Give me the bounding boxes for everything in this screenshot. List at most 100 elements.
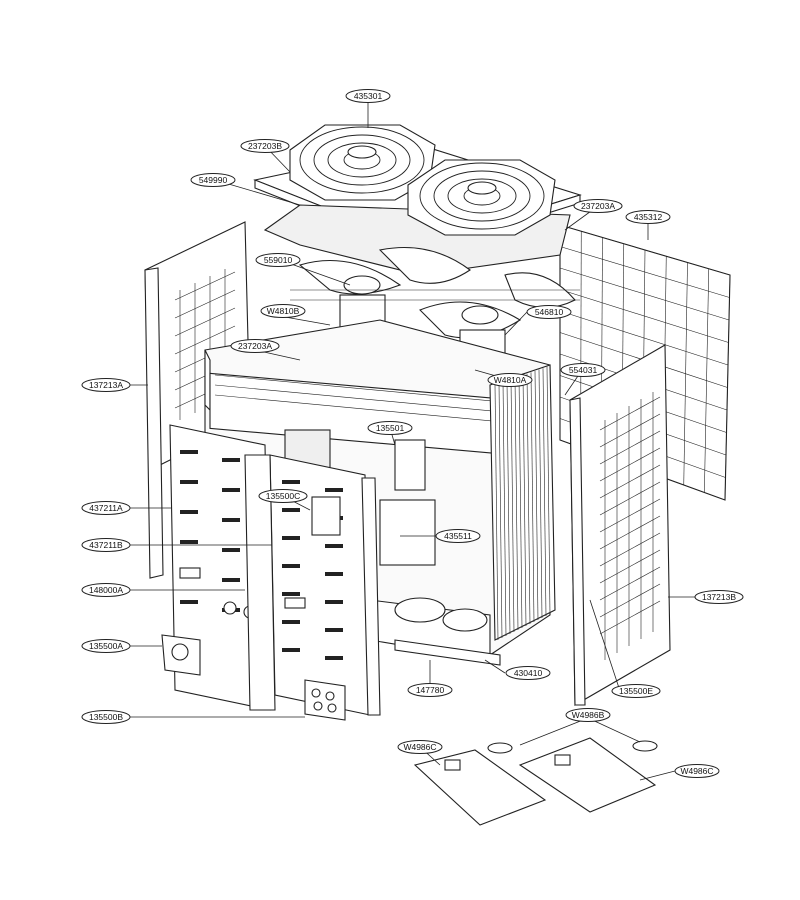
- panel-slot: [222, 518, 240, 522]
- compressor-base: [369, 597, 501, 666]
- heat-exchanger-coil: [489, 364, 556, 641]
- panel-slot: [180, 540, 198, 544]
- callout-135500c: 135500C: [258, 489, 308, 503]
- callout-label: 135500C: [266, 491, 301, 501]
- drawing-line: [599, 413, 661, 448]
- rubber-feet: [487, 740, 658, 754]
- service-cover-135500b: [304, 679, 346, 721]
- panel-slot: [180, 510, 198, 514]
- drawing-line: [510, 379, 515, 633]
- callout-label: 435301: [354, 91, 383, 101]
- bottom-plate-left: [413, 749, 547, 826]
- callout-label: 435312: [634, 212, 663, 222]
- panel-slot: [282, 564, 300, 568]
- callout-554031: 554031: [560, 363, 606, 377]
- callout-237203a-top: 237203A: [573, 199, 623, 213]
- callout-label: W4986C: [680, 766, 713, 776]
- panel-slot: [325, 544, 343, 548]
- panel-slot: [282, 508, 300, 512]
- panel-slot: [282, 536, 300, 540]
- callout-label: 147780: [416, 685, 445, 695]
- callout-437211a: 437211A: [81, 501, 131, 515]
- callout-137213a: 137213A: [81, 378, 131, 392]
- drawing-line: [599, 532, 661, 567]
- drawing-line: [526, 373, 531, 625]
- callout-label: 559010: [264, 255, 293, 265]
- panel-slot: [282, 592, 300, 596]
- panel-slot: [325, 656, 343, 660]
- callout-label: 435511: [444, 531, 472, 541]
- drawing-line: [546, 366, 551, 615]
- callout-w4986c-right: W4986C: [674, 764, 720, 778]
- callout-w4986c-left: W4986C: [397, 740, 443, 754]
- callout-label: W4810A: [494, 375, 527, 385]
- bottom-plate-right: [518, 737, 657, 813]
- callout-430410: 430410: [505, 666, 551, 680]
- panel-slot: [222, 548, 240, 552]
- fan-blades: [298, 247, 576, 339]
- panel-slot: [325, 488, 343, 492]
- callout-label: W4986C: [403, 742, 436, 752]
- drawing-line: [522, 375, 527, 627]
- callout-label: 148000A: [89, 585, 123, 595]
- right-side-panel: [569, 344, 671, 706]
- callout-147780: 147780: [407, 683, 453, 697]
- callout-559010: 559010: [255, 253, 301, 267]
- callout-label: 135500A: [89, 641, 123, 651]
- callout-label: W4810B: [267, 306, 300, 316]
- callout-549990: 549990: [190, 173, 236, 187]
- panel-slot: [325, 600, 343, 604]
- callout-435301: 435301: [345, 89, 391, 103]
- drawing-line: [599, 549, 661, 584]
- panel-slot: [325, 572, 343, 576]
- drawing-line: [599, 566, 661, 601]
- drawing-line: [599, 600, 661, 635]
- callout-label: 135501: [376, 423, 405, 433]
- drawing-line: [502, 382, 507, 637]
- callout-label: 549990: [199, 175, 228, 185]
- callout-label: W4986B: [572, 710, 605, 720]
- service-cover-135500a: [161, 634, 201, 676]
- callout-label: 237203A: [581, 201, 615, 211]
- callout-135500e: 135500E: [611, 684, 661, 698]
- panel-slot: [282, 620, 300, 624]
- panel-slot: [282, 648, 300, 652]
- callout-w4810b: W4810B: [260, 304, 306, 318]
- callout-label: 135500E: [619, 686, 653, 696]
- callout-label: 430410: [514, 668, 543, 678]
- drawing-line: [559, 267, 730, 321]
- part-callouts: 435301 237203B 549990 237203A 435312 559…: [81, 89, 744, 778]
- callout-label: 437211B: [89, 540, 123, 550]
- callout-label: 237203B: [248, 141, 282, 151]
- drawing-line: [599, 396, 661, 431]
- panel-slot: [222, 488, 240, 492]
- drawing-line: [530, 372, 535, 623]
- drawing-line: [494, 384, 499, 641]
- callout-135501: 135501: [367, 421, 413, 435]
- drawing-line: [599, 430, 661, 465]
- callout-label: 137213B: [702, 592, 736, 602]
- drawing-line: [599, 515, 661, 550]
- drawing-line: [559, 224, 731, 276]
- drawing-line: [542, 368, 547, 617]
- leader-lines: [130, 102, 695, 781]
- drawing-line: [498, 383, 503, 639]
- panel-slot: [180, 480, 198, 484]
- drawing-line: [518, 376, 523, 629]
- callout-237203b: 237203B: [240, 139, 290, 153]
- drawing-line: [599, 498, 661, 533]
- drawing-line: [534, 370, 539, 621]
- drawing-line: [559, 289, 729, 343]
- callout-137213b: 137213B: [694, 590, 744, 604]
- panel-slot: [180, 600, 198, 604]
- drawing-line: [599, 447, 661, 482]
- callout-437211b: 437211B: [81, 538, 131, 552]
- callout-435511: 435511: [435, 529, 481, 543]
- callout-546810: 546810: [526, 305, 572, 319]
- drawing-line: [538, 369, 543, 619]
- drawing-line: [506, 380, 511, 635]
- drawing-line: [599, 481, 661, 516]
- callout-label: 554031: [569, 365, 598, 375]
- panel-slot: [282, 480, 300, 484]
- drawing-line: [559, 246, 730, 298]
